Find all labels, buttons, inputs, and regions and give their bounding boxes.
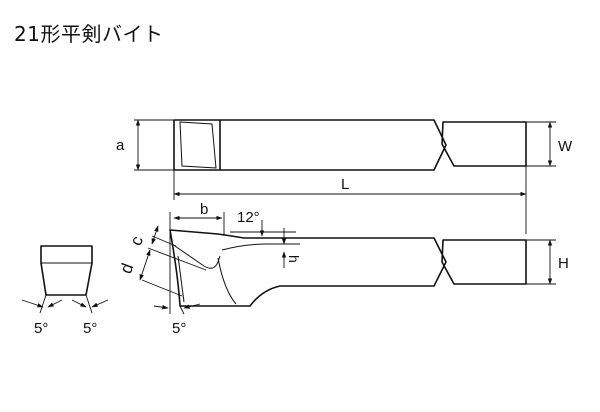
side-view-outline bbox=[169, 229, 447, 307]
side-view-flank-line bbox=[177, 255, 185, 303]
angle-front-right-label: 5° bbox=[83, 320, 97, 337]
top-view-tip-chamfer bbox=[179, 121, 217, 169]
angle-side-label: 5° bbox=[172, 320, 186, 337]
side-view-neck-curve bbox=[217, 257, 237, 305]
angle-front-left-arrow bbox=[21, 299, 44, 308]
dim-w-label: W bbox=[558, 138, 573, 155]
dim-c-ext-bottom bbox=[147, 247, 207, 271]
top-view-shank-left bbox=[220, 119, 447, 171]
angle-top-label: 12° bbox=[237, 209, 260, 226]
angle-side-arrow-right bbox=[183, 303, 201, 309]
angle-side-flank-ext bbox=[179, 305, 185, 315]
dim-c-line bbox=[151, 225, 159, 245]
dim-h-label: h bbox=[286, 255, 302, 263]
angle-side-arrow-left bbox=[153, 305, 169, 310]
side-view-chip-groove bbox=[221, 243, 300, 251]
angle-front-right-arrow-2 bbox=[91, 299, 109, 308]
dim-a-label: a bbox=[116, 137, 125, 154]
diagram-title: 21形平剣バイト bbox=[14, 22, 164, 46]
angle-front-right-arrow bbox=[71, 299, 87, 308]
angle-front-left-arrow-2 bbox=[47, 299, 63, 308]
dim-d-label: d bbox=[116, 261, 137, 276]
front-view-right-flank bbox=[85, 294, 93, 314]
side-view-shank-right bbox=[441, 239, 527, 285]
dim-l-label: L bbox=[341, 176, 349, 193]
angle-front-left-label: 5° bbox=[34, 320, 48, 337]
dim-d-line bbox=[139, 249, 151, 281]
side-view-rake-face bbox=[171, 243, 221, 269]
dim-d-ext-bottom bbox=[141, 279, 183, 297]
dim-hh-label: H bbox=[558, 255, 569, 272]
dim-b-label: b bbox=[200, 201, 208, 218]
top-view: a W L bbox=[116, 119, 573, 234]
top-view-shank-right bbox=[441, 121, 527, 167]
front-view-left-flank bbox=[39, 294, 47, 314]
front-view: 5° 5° bbox=[21, 245, 109, 337]
front-view-outline bbox=[40, 245, 93, 296]
dim-c-label: c bbox=[126, 233, 147, 248]
side-view: b 12° h c d 5° H bbox=[116, 201, 569, 337]
